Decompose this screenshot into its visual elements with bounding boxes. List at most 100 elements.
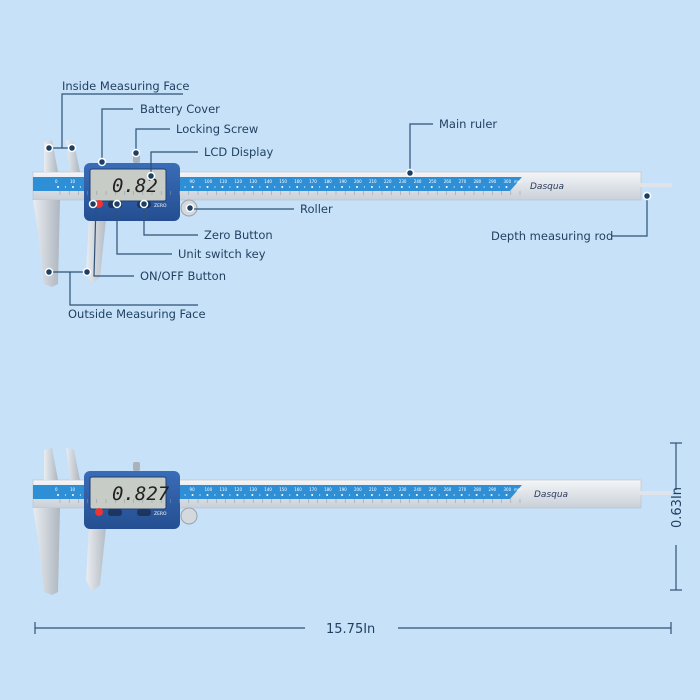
scale-label: 10 <box>70 179 76 184</box>
scale-label: 150 <box>279 179 287 184</box>
scale-tick <box>483 494 485 496</box>
scale-tick <box>304 186 306 188</box>
scale-tick <box>341 494 344 496</box>
scale-label: 120 <box>234 179 242 184</box>
scale-tick <box>244 494 246 496</box>
scale-tick <box>326 186 329 188</box>
label-on-off-button: ON/OFF Button <box>140 269 226 283</box>
scale-tick <box>71 494 74 496</box>
scale-tick <box>311 494 314 496</box>
scale-tick <box>266 494 269 496</box>
scale-tick <box>214 186 216 188</box>
scale-label: 110 <box>219 179 227 184</box>
scale-label: 190 <box>339 487 347 492</box>
scale-tick <box>468 186 470 188</box>
scale-tick <box>400 494 403 496</box>
scale-label: 240 <box>414 179 422 184</box>
scale-label: 290 <box>489 487 497 492</box>
scale-tick <box>460 186 463 188</box>
scale-label: 210 <box>369 179 377 184</box>
label-locking-screw: Locking Screw <box>176 122 258 136</box>
scale-label: 160 <box>294 179 302 184</box>
scale-tick <box>453 186 455 188</box>
scale-label: 130 <box>249 179 257 184</box>
length-value: 15.75In <box>326 622 375 637</box>
scale-label: 250 <box>429 487 437 492</box>
scale-tick <box>333 494 336 496</box>
scale-tick <box>363 186 366 188</box>
scale-tick <box>274 494 276 496</box>
scale-tick <box>445 186 448 188</box>
lcd-reading: 0.82 <box>112 175 158 197</box>
scale-tick <box>475 494 478 496</box>
scale-label: 230 <box>399 487 407 492</box>
scale-tick <box>206 186 209 188</box>
scale-tick <box>259 186 261 188</box>
scale-tick <box>326 494 329 496</box>
scale-label: 280 <box>474 179 482 184</box>
scale-tick <box>281 186 284 188</box>
scale-label: 100 <box>205 487 213 492</box>
zero-button-label: ZERO <box>154 203 167 209</box>
scale-tick <box>57 186 59 188</box>
scale-tick <box>199 186 201 188</box>
scale-tick <box>319 186 321 188</box>
scale-label: 270 <box>459 179 467 184</box>
scale-tick <box>445 494 448 496</box>
scale-tick <box>423 186 425 188</box>
scale-label: 200 <box>354 179 362 184</box>
scale-tick <box>251 186 254 188</box>
scale-tick <box>468 494 470 496</box>
scale-tick <box>191 494 194 496</box>
scale-tick <box>341 186 344 188</box>
scale-tick <box>378 186 381 188</box>
scale-label: 180 <box>324 487 332 492</box>
scale-label: 300 <box>504 179 512 184</box>
scale-tick <box>408 186 410 188</box>
scale-tick <box>505 186 508 188</box>
scale-label: 210 <box>369 487 377 492</box>
scale-label: 130 <box>249 487 257 492</box>
scale-tick <box>71 186 74 188</box>
scale-tick <box>378 494 381 496</box>
scale-tick <box>438 494 440 496</box>
label-zero-button: Zero Button <box>204 228 273 242</box>
scale-tick <box>79 186 82 188</box>
scale-tick <box>311 186 314 188</box>
scale-label: 240 <box>414 487 422 492</box>
scale-label: 90 <box>190 179 196 184</box>
scale-label: 140 <box>264 487 272 492</box>
scale-tick <box>229 186 231 188</box>
scale-label: 110 <box>219 487 227 492</box>
scale-label: 90 <box>190 487 196 492</box>
scale-label: 100 <box>205 179 213 184</box>
scale-tick <box>199 494 201 496</box>
scale-tick <box>79 494 82 496</box>
scale-tick <box>393 186 395 188</box>
scale-tick <box>400 186 403 188</box>
length-dimension: 15.75In <box>34 622 672 637</box>
scale-label: 140 <box>264 179 272 184</box>
brand-logo: Dasqua <box>534 490 568 500</box>
scale-label: 10 <box>70 487 76 492</box>
scale-tick <box>221 186 224 188</box>
scale-tick <box>184 494 186 496</box>
scale-tick <box>356 186 358 188</box>
scale-tick <box>385 494 388 496</box>
scale-tick <box>460 494 463 496</box>
scale-tick <box>221 494 224 496</box>
scale-label: 250 <box>429 179 437 184</box>
scale-tick <box>333 186 336 188</box>
scale-label: 160 <box>294 487 302 492</box>
lcd-reading: 0.827 <box>112 483 170 505</box>
scale-label: 270 <box>459 487 467 492</box>
scale-label: 290 <box>489 179 497 184</box>
scale-tick <box>251 494 254 496</box>
scale-tick <box>289 186 291 188</box>
callout-dots <box>44 143 652 277</box>
scale-tick <box>453 494 455 496</box>
scale-tick <box>281 494 284 496</box>
